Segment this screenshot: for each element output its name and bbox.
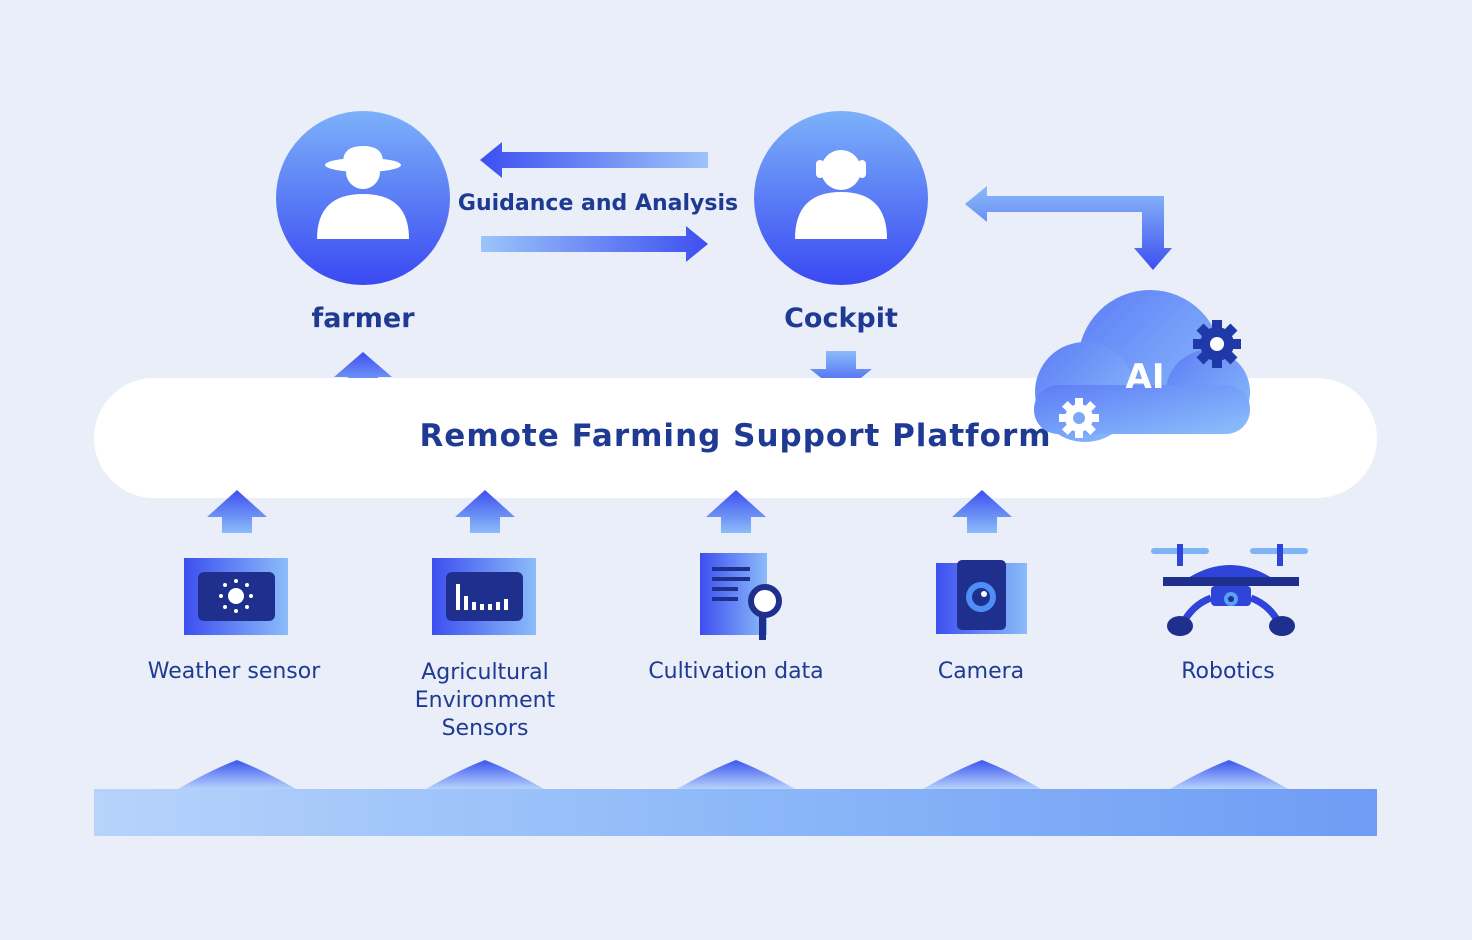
ai-label: AI xyxy=(1126,357,1165,397)
source-label-agri-line: Environment xyxy=(414,688,556,713)
farmer-label: farmer xyxy=(311,303,415,334)
cockpit-ai-connector-arrow xyxy=(965,186,1172,270)
source-label-camera: Camera xyxy=(937,659,1025,684)
guidance-label: Guidance and Analysis xyxy=(457,191,739,216)
gear-icon xyxy=(1059,398,1099,438)
ground-mounds xyxy=(178,760,1288,789)
camera-icon xyxy=(936,560,1027,634)
cockpit-avatar xyxy=(754,111,928,285)
weather-sensor-icon xyxy=(184,558,288,635)
cultivation-data-icon xyxy=(700,553,782,640)
arrow-up-weather xyxy=(207,490,267,533)
source-label-agri: Agricultural Environment Sensors xyxy=(375,659,595,743)
arrow-up-cultivation xyxy=(706,490,766,533)
arrow-to-farmer xyxy=(480,142,708,178)
source-label-robotics: Robotics xyxy=(1181,659,1275,684)
arrow-up-camera xyxy=(952,490,1012,533)
arrow-up-agri xyxy=(455,490,515,533)
source-label-cultivation: Cultivation data xyxy=(648,659,824,684)
cloud-icon: AI xyxy=(1034,290,1250,442)
ground-bar xyxy=(94,789,1377,836)
gear-icon xyxy=(1193,320,1241,368)
arrow-down-from-cockpit xyxy=(810,351,872,394)
cockpit-label: Cockpit xyxy=(784,303,898,334)
source-label-agri-line: Sensors xyxy=(441,716,529,741)
arrow-to-cockpit xyxy=(481,226,708,262)
drone-icon xyxy=(1151,544,1308,636)
environment-sensor-icon xyxy=(432,558,536,635)
platform-title: Remote Farming Support Platform xyxy=(419,418,1052,454)
farmer-avatar xyxy=(276,111,450,285)
source-label-weather: Weather sensor xyxy=(147,659,321,684)
source-label-agri-line: Agricultural xyxy=(421,660,549,685)
